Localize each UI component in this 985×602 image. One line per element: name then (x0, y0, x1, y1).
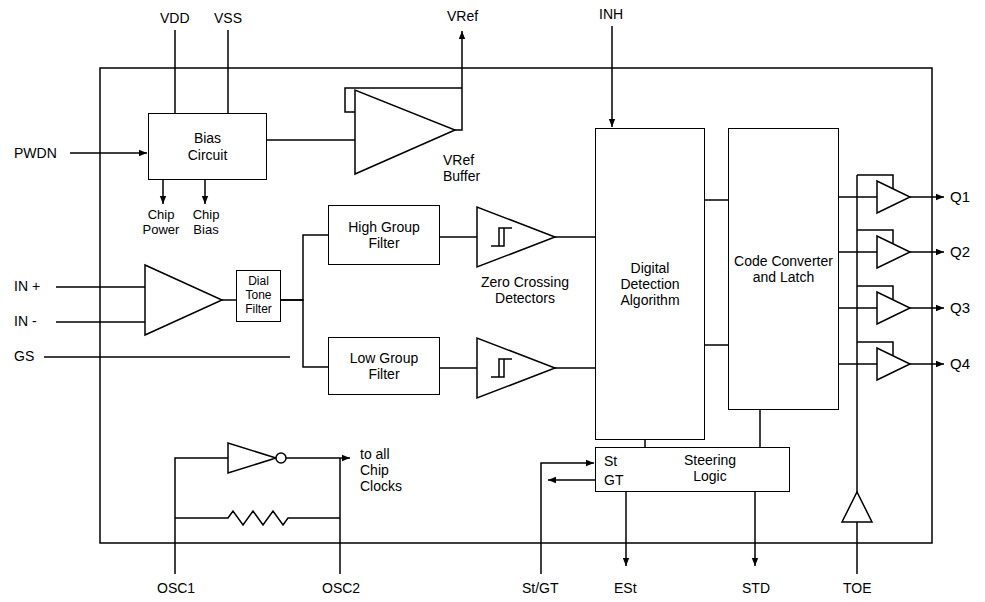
supply-pin (174, 30, 176, 113)
buffer-triangle (355, 88, 505, 188)
output-buffer (877, 181, 910, 213)
pin-name: VSS (214, 10, 242, 26)
pin-name: ESt (614, 580, 637, 596)
block-label: VRef Buffer (443, 152, 495, 184)
bias-output-arrow (204, 180, 206, 204)
output-buffer (877, 236, 910, 268)
input-pin (56, 286, 145, 288)
block-label: Bias Circuit (178, 130, 238, 162)
output-buffer (910, 196, 944, 198)
zero-crossing-comparator (491, 359, 512, 377)
bias-circuit-box: Bias Circuit (148, 113, 267, 180)
signal-line (267, 139, 355, 141)
block-label: GT (604, 472, 634, 488)
block-label: Digital Detection Algorithm (602, 260, 698, 308)
pin-name: PWDN (14, 145, 57, 161)
filter-box: Dial Tone Filter (236, 270, 281, 322)
zero-crossing-comparator (491, 228, 512, 246)
pwdn-pin (70, 152, 147, 154)
block-label: High Group Filter (339, 219, 429, 251)
output-buffer (835, 196, 877, 198)
oscillator (175, 511, 340, 525)
pin-name: TOE (843, 580, 872, 596)
vref-wire (455, 31, 462, 130)
steering-pin (625, 490, 627, 566)
pin-name: OSC1 (157, 580, 195, 596)
filter-box: Low Group Filter (328, 337, 440, 395)
input-amplifier (145, 265, 222, 335)
zero-crossing-comparator (477, 207, 555, 267)
buffer-triangle (355, 90, 455, 174)
buffer-amplifier: VRef Buffer (355, 88, 505, 188)
logic-block: Code Converter and Latch (728, 128, 839, 410)
supply-pin (175, 30, 228, 113)
signal-line (759, 410, 761, 447)
oscillator (175, 458, 228, 574)
input-pin (44, 356, 290, 358)
signal-name: Chip Power (138, 208, 184, 238)
output-buffer (856, 522, 858, 574)
inh-pin (611, 26, 613, 127)
signal-line (644, 440, 646, 447)
logic-block: StGT Steering Logic (595, 447, 790, 492)
pin-name: Q1 (950, 188, 970, 205)
output-buffer (842, 492, 872, 522)
block-label: Dial Tone Filter (241, 275, 277, 316)
pin-name: Q4 (950, 355, 970, 372)
output-buffer (835, 307, 877, 309)
steering-pin (548, 479, 595, 481)
filter-box: High Group Filter (328, 205, 440, 265)
bias-output-arrow (162, 180, 164, 204)
block-label: Zero Crossing Detectors (470, 274, 580, 306)
output-buffer (910, 251, 944, 253)
signal-line (281, 235, 328, 300)
pin-name: IN - (14, 313, 37, 329)
logic-block: Digital Detection Algorithm (595, 128, 705, 440)
pin-name: GS (14, 348, 34, 364)
oscillator (339, 458, 341, 574)
signal-line (705, 199, 728, 201)
supply-pin (227, 30, 229, 113)
signal-name: to all Chip Clocks (360, 446, 415, 494)
input-pin (56, 321, 145, 323)
bias-output-arrow (163, 180, 205, 204)
block-label: Code Converter and Latch (733, 253, 835, 285)
steering-pin (754, 490, 756, 566)
signal-line (705, 344, 728, 346)
pin-name: Q3 (950, 299, 970, 316)
pin-name: OSC2 (322, 580, 360, 596)
oscillator (175, 443, 350, 574)
block-label: St (604, 453, 634, 469)
zero-crossing-comparator (477, 338, 555, 398)
signal-name: Chip Bias (186, 208, 226, 238)
oscillator (228, 443, 276, 473)
block-label: Steering Logic (674, 452, 746, 484)
pin-name: St/GT (522, 580, 559, 596)
output-buffer (877, 348, 910, 380)
output-buffer (877, 292, 910, 324)
amplifier-output-wire (222, 299, 236, 301)
block-label: Low Group Filter (339, 350, 429, 382)
steering-pin (541, 463, 594, 574)
pin-name: VRef (447, 8, 478, 24)
pin-name: VDD (160, 10, 190, 26)
chip-outline (100, 68, 932, 543)
oscillator (276, 453, 286, 463)
output-buffer (910, 363, 944, 365)
output-buffer (835, 251, 877, 253)
output-buffer (856, 175, 858, 492)
pin-name: INH (599, 6, 623, 22)
pin-name: Q2 (950, 243, 970, 260)
circuit-drawing (44, 26, 944, 574)
pin-name: STD (742, 580, 770, 596)
output-buffer (835, 175, 944, 574)
output-buffer (835, 363, 877, 365)
output-buffer (910, 307, 944, 309)
pin-name: IN + (14, 278, 40, 294)
